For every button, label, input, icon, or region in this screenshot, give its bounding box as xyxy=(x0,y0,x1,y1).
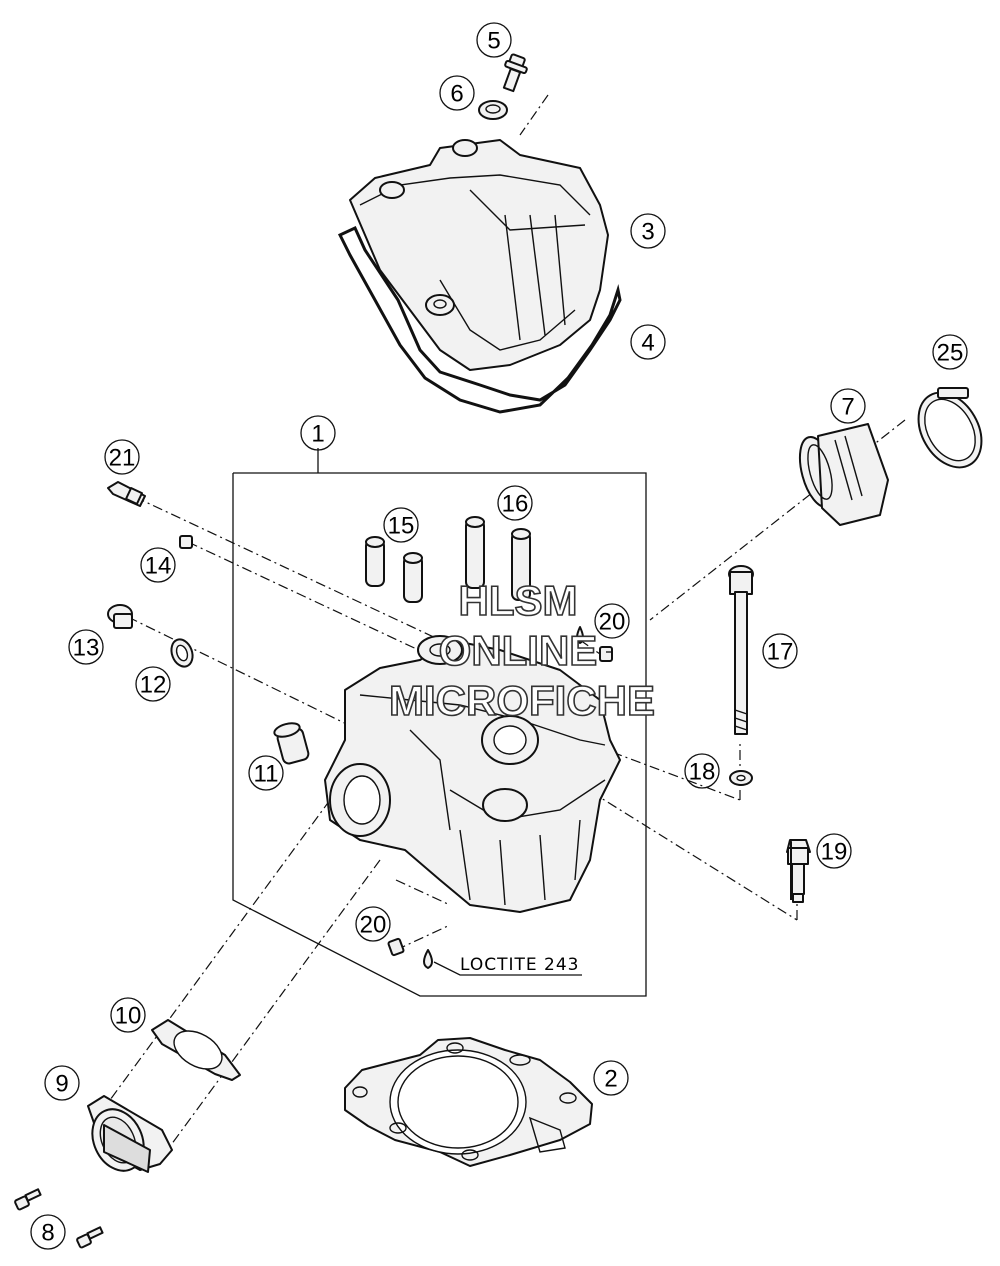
callout-17-label: 17 xyxy=(767,639,794,666)
callout-12: 12 xyxy=(135,666,171,702)
callout-6: 6 xyxy=(439,75,475,111)
breather-fitting-icon xyxy=(107,481,146,507)
callouts: 1 2 3 4 5 6 7 8 9 10 11 12 13 14 15 16 1… xyxy=(30,22,968,1250)
callout-3-label: 3 xyxy=(641,219,654,246)
seal-ring-icon xyxy=(170,638,194,668)
callout-7: 7 xyxy=(830,388,866,424)
callout-3: 3 xyxy=(630,213,666,249)
cylinder-head-bolt-long-icon xyxy=(728,565,754,735)
callout-2: 2 xyxy=(593,1060,629,1096)
seal-washer-icon xyxy=(478,100,508,120)
valve-cover-screw-icon xyxy=(502,53,528,93)
watermark-line3: MICROFICHE xyxy=(389,677,655,724)
callout-18-label: 18 xyxy=(689,759,716,786)
callout-16-label: 16 xyxy=(502,491,529,518)
watermark: HLSM ONLINE MICROFICHE xyxy=(388,576,656,725)
callout-25: 25 xyxy=(932,334,968,370)
callout-11-label: 11 xyxy=(254,761,279,788)
cylinder-head-bolt-icon xyxy=(786,839,811,903)
valve-cover-gasket-icon xyxy=(337,226,622,414)
callout-19: 19 xyxy=(816,833,852,869)
callout-9-label: 9 xyxy=(55,1071,68,1098)
callout-2-label: 2 xyxy=(604,1066,617,1093)
callout-9: 9 xyxy=(44,1065,80,1101)
plug-lower-icon xyxy=(387,937,582,976)
callout-7-label: 7 xyxy=(841,394,854,421)
callout-14-label: 14 xyxy=(145,553,172,580)
intake-flange-icon xyxy=(87,1095,173,1173)
callout-6-label: 6 xyxy=(450,81,463,108)
callout-20-upper-label: 20 xyxy=(599,609,626,636)
callout-19-label: 19 xyxy=(821,839,848,866)
cylinder-head-gasket-icon xyxy=(344,1037,593,1167)
callout-18: 18 xyxy=(684,753,720,789)
callout-1: 1 xyxy=(300,415,336,451)
intake-flange-gasket-icon xyxy=(151,1019,241,1081)
callout-8-label: 8 xyxy=(41,1220,54,1247)
callout-5: 5 xyxy=(476,22,512,58)
intake-rubber-boot-icon xyxy=(798,423,889,526)
loctite-note: LOCTITE 243 xyxy=(460,955,580,975)
flange-screw-icon xyxy=(14,1188,104,1249)
callout-13-label: 13 xyxy=(73,635,100,662)
callout-12-label: 12 xyxy=(140,672,167,699)
valve-guide-short-icon xyxy=(365,536,423,603)
callout-20-lower-label: 20 xyxy=(360,912,387,939)
watermark-line2: ONLINE xyxy=(439,627,598,674)
plug-upper-icon xyxy=(576,626,613,662)
callout-4-label: 4 xyxy=(641,330,654,357)
valve-guide-long-icon xyxy=(465,516,531,601)
washer-icon xyxy=(729,770,753,786)
hose-clamp-icon xyxy=(917,387,983,469)
valve-cover-icon xyxy=(349,139,609,371)
callout-10: 10 xyxy=(110,997,146,1033)
callout-17: 17 xyxy=(762,633,798,669)
watermark-line1: HLSM xyxy=(459,577,578,624)
callout-20-lower: 20 xyxy=(355,906,391,942)
cylinder-head-group-frame xyxy=(232,448,647,997)
callout-10-label: 10 xyxy=(115,1003,142,1030)
callout-15: 15 xyxy=(383,507,419,543)
cylinder-head-icon xyxy=(324,635,621,913)
screw-plug-icon xyxy=(107,604,133,629)
callout-8: 8 xyxy=(30,1214,66,1250)
callout-4: 4 xyxy=(630,324,666,360)
dowel-sleeve-icon xyxy=(273,722,310,765)
callout-25-label: 25 xyxy=(937,340,964,367)
callout-20-upper: 20 xyxy=(594,603,630,639)
callout-21: 21 xyxy=(104,439,140,475)
callout-16: 16 xyxy=(497,485,533,521)
callout-13: 13 xyxy=(68,629,104,665)
callout-11: 11 xyxy=(248,755,284,791)
callout-21-label: 21 xyxy=(109,445,136,472)
small-plug-icon xyxy=(179,535,193,549)
callout-14: 14 xyxy=(140,547,176,583)
callout-1-label: 1 xyxy=(311,421,324,448)
callout-5-label: 5 xyxy=(487,28,500,55)
callout-15-label: 15 xyxy=(388,513,415,540)
